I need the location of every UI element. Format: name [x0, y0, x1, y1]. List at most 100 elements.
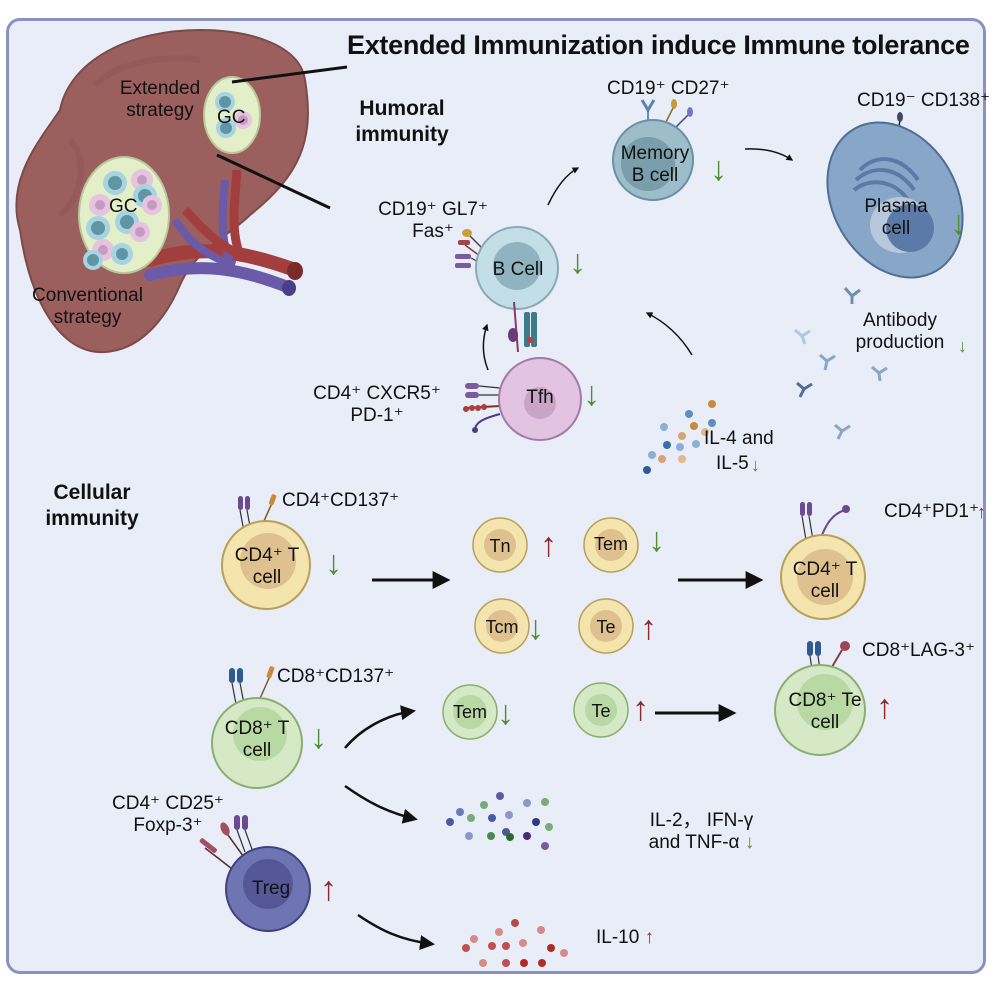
callout-line-bottom	[216, 153, 331, 210]
b-cell-trend-icon: ↓	[569, 243, 586, 281]
antibody-production-label: Antibody production	[845, 310, 955, 354]
plasma-markers: CD19⁻ CD138⁺	[857, 90, 991, 111]
b-cell	[455, 226, 559, 353]
th1-cytokines-label: IL-2， IFN-γ and TNF-α ↓	[634, 810, 769, 854]
cd8-t-line2: cell	[242, 740, 272, 761]
conventional-label-line2: strategy	[53, 307, 122, 328]
cd8-te-cell	[774, 641, 866, 756]
gc-large-label: GC	[109, 196, 138, 217]
cd8-subset-tem-label: Tem	[452, 702, 487, 722]
cd8-subset-te-label: Te	[591, 701, 611, 721]
il4-label: IL-4 and	[704, 428, 774, 449]
extended-strategy-label: Extended strategy	[108, 78, 212, 122]
subset-tn-label: Tn	[489, 536, 511, 556]
humoral-heading-line2: immunity	[355, 123, 449, 146]
cd8-t-trend-icon: ↓	[310, 718, 327, 756]
cd4-t-label: CD4⁺ T cell	[222, 545, 312, 589]
b-cell-label: B Cell	[492, 259, 544, 280]
il10-label: IL-10 ↑	[596, 927, 654, 949]
cd4-pd1-label: CD4⁺ T cell	[780, 559, 870, 603]
plasma-label: Plasma cell	[850, 196, 942, 240]
cd8-t-label: CD8⁺ T cell	[212, 718, 302, 762]
cd4-t-cell	[221, 494, 311, 610]
plasma-line2: cell	[881, 218, 911, 239]
il10-cytokine-dots	[462, 919, 568, 967]
subset-tem-label: Tem	[593, 534, 628, 554]
cd4-subset-cells	[472, 517, 639, 654]
humoral-immunity-heading: Humoral immunity	[352, 96, 452, 148]
th1-cytokines-line2: and TNF-α	[648, 832, 740, 853]
tfh-markers-line1: CD4⁺ CXCR5⁺	[313, 383, 441, 404]
b-cell-markers: CD19⁺ GL7⁺ Fas⁺	[378, 199, 488, 243]
il10-trend-icon: ↑	[644, 927, 655, 948]
antibody-line2: production	[855, 332, 945, 353]
b-cell-markers-line2: Fas⁺	[412, 221, 454, 242]
cd4-t-trend-icon: ↓	[325, 544, 342, 582]
arrow-cd8-to-cytokines	[344, 784, 418, 824]
subset-tcm-label: Tcm	[485, 617, 519, 637]
cd4-pd1-marker-trend-icon: ↑	[977, 502, 986, 522]
callout-line-top	[231, 65, 348, 84]
antibody-trend-icon: ↓	[958, 336, 967, 356]
cd4-t-line2: cell	[252, 567, 282, 588]
memory-b-cell	[612, 99, 694, 201]
cd8-lag3-markers: CD8⁺LAG-3⁺	[862, 640, 975, 661]
memory-b-trend-icon: ↓	[710, 150, 727, 188]
plasma-trend-icon: ↓	[950, 204, 967, 242]
tfh-cell	[463, 357, 582, 441]
cd4-pd1-markers: CD4⁺PD1⁺	[884, 501, 980, 522]
cd8-t-markers: CD8⁺CD137⁺	[277, 666, 395, 687]
extended-label-line2: strategy	[126, 100, 194, 121]
th1-cytokines-trend-icon: ↓	[744, 832, 755, 853]
memory-b-markers: CD19⁺ CD27⁺	[607, 78, 730, 99]
il5-label: IL-5	[716, 453, 749, 474]
tfh-trend-icon: ↓	[583, 375, 600, 413]
treg-markers: CD4⁺ CD25⁺ Foxp-3⁺	[108, 793, 228, 837]
treg-trend-icon: ↑	[320, 870, 337, 908]
cellular-heading-line2: immunity	[45, 507, 139, 530]
memory-b-label: Memory B cell	[600, 143, 710, 187]
tfh-markers-line2: PD-1⁺	[350, 405, 404, 426]
spleen-illustration	[15, 28, 348, 354]
il4-il5-cytokine-dots	[643, 400, 716, 474]
il4-il5-trend-icon: ↓	[751, 455, 760, 475]
memory-b-line1: Memory	[620, 143, 690, 164]
cd8-subset-te-trend-icon: ↑	[632, 690, 649, 728]
cd4-pd1-line1: CD4⁺ T	[792, 559, 858, 580]
arrow-tfh-to-b	[482, 323, 489, 371]
cd8-te-trend-icon: ↑	[876, 688, 893, 726]
subset-te-label: Te	[596, 617, 616, 637]
subset-tcm-trend-icon: ↓	[527, 609, 544, 647]
antibody-line1: Antibody	[863, 310, 937, 331]
cd8-subset-cells	[442, 682, 629, 740]
cd4-pd1-t-cell	[780, 502, 866, 620]
il10-text: IL-10	[596, 927, 640, 948]
tfh-markers: CD4⁺ CXCR5⁺ PD-1⁺	[312, 383, 442, 427]
subset-tn-trend-icon: ↑	[540, 526, 557, 564]
cd8-t-line1: CD8⁺ T	[224, 718, 290, 739]
b-cell-markers-line1: CD19⁺ GL7⁺	[378, 199, 488, 220]
subset-te-trend-icon: ↑	[640, 609, 657, 647]
humoral-heading-line1: Humoral	[359, 97, 445, 120]
treg-cell	[199, 815, 311, 932]
th1-cytokines-line1: IL-2， IFN-γ	[649, 810, 754, 831]
cd8-t-cell	[211, 666, 303, 789]
extended-label-line1: Extended	[119, 78, 201, 99]
gc-small-label: GC	[217, 107, 246, 128]
arrow-cytokine-to-b	[645, 312, 693, 356]
cd4-pd1-line2: cell	[810, 581, 840, 602]
arrow-memory-to-plasma	[744, 148, 794, 161]
figure-title: Extended Immunization induce Immune tole…	[347, 30, 970, 60]
treg-markers-line1: CD4⁺ CD25⁺	[112, 793, 224, 814]
arrow-b-to-memory	[547, 167, 580, 206]
cd8-subset-tem-trend-icon: ↓	[497, 694, 514, 732]
cd8-te-line1: CD8⁺ Te	[788, 690, 862, 711]
cellular-heading-line1: Cellular	[53, 481, 131, 504]
vein	[144, 262, 296, 294]
arrow-treg-to-il10	[357, 913, 435, 950]
cellular-immunity-heading: Cellular immunity	[42, 480, 142, 532]
plasma-cell	[826, 112, 964, 279]
cd4-t-markers: CD4⁺CD137⁺	[282, 490, 400, 511]
tfh-label: Tfh	[526, 387, 554, 408]
